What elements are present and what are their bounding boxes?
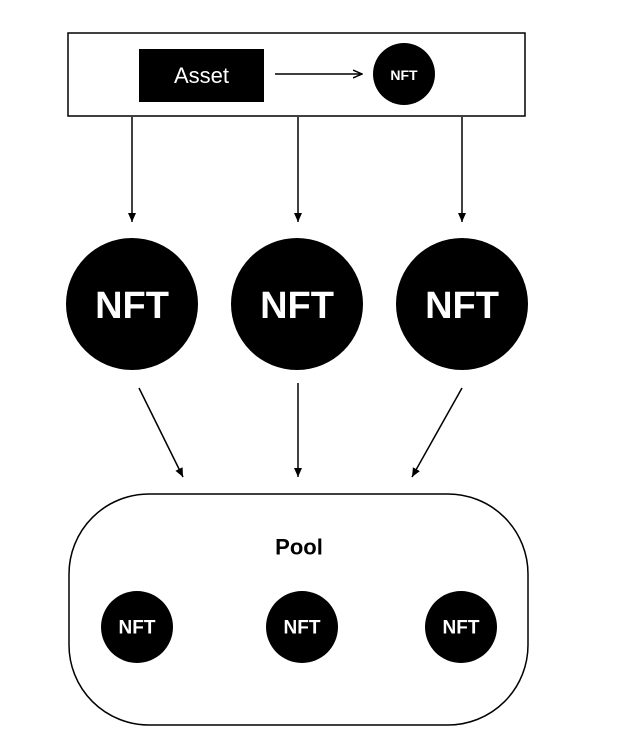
nft-label: NFT <box>260 285 334 327</box>
pool-nft-label: NFT <box>119 618 156 639</box>
minted-nft-1: NFT <box>66 238 198 370</box>
nft-token-large <box>231 238 363 370</box>
pool-nft-token <box>425 591 497 663</box>
nft-label: NFT <box>425 285 499 327</box>
pool-nft-token <box>101 591 173 663</box>
nft-token-large <box>396 238 528 370</box>
pool-arrow-1 <box>138 387 184 478</box>
source-nft-token <box>373 43 435 105</box>
asset-block <box>139 49 264 102</box>
pool-nft-label: NFT <box>443 618 480 639</box>
pool-arrow-3 <box>411 387 463 478</box>
nft-label: NFT <box>95 285 169 327</box>
asset-label: Asset <box>174 63 229 88</box>
nft-token-large <box>66 238 198 370</box>
pool: Pool NFT NFT NFT <box>68 493 529 726</box>
pool-nft-token <box>266 591 338 663</box>
source-nft-label: NFT <box>390 67 418 83</box>
source-box: Asset NFT <box>67 32 526 117</box>
minted-nft-2: NFT <box>231 238 363 370</box>
minted-nft-3: NFT <box>396 238 528 370</box>
pool-title: Pool <box>275 535 323 560</box>
pool-nft-label: NFT <box>284 618 321 639</box>
